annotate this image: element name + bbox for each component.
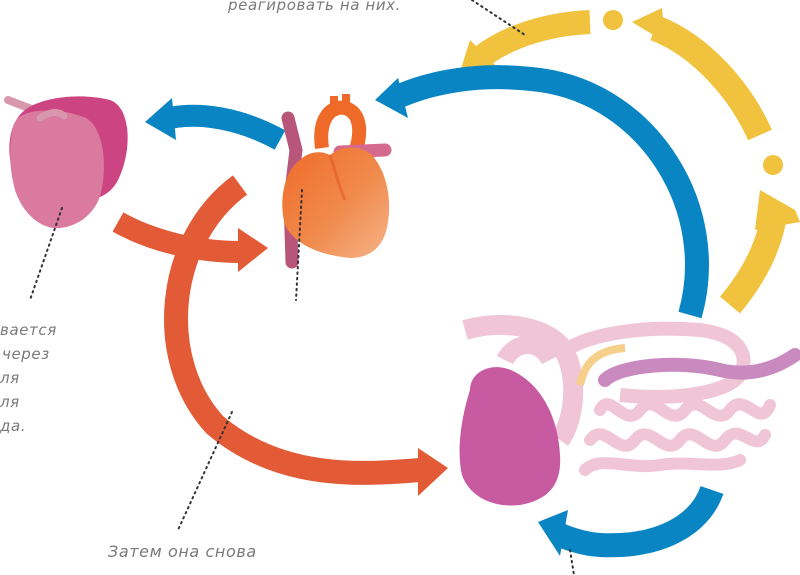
caption-bottom: Затем она снова bbox=[108, 540, 257, 563]
yellow-arrow-top-left bbox=[480, 22, 590, 58]
caption-bottom-text: Затем она снова bbox=[108, 540, 257, 563]
blue-bottom-arrow bbox=[538, 490, 712, 556]
red-arrowhead-heart bbox=[238, 228, 268, 272]
leader-bottom bbox=[570, 550, 574, 575]
liver-icon bbox=[8, 96, 128, 228]
caption-left-line-4: ля bbox=[0, 390, 57, 414]
red-arrowhead-gut bbox=[418, 448, 448, 496]
caption-left: вается через ля ля да. bbox=[0, 318, 57, 438]
caption-left-line-5: да. bbox=[0, 414, 57, 438]
yellow-cycle bbox=[460, 8, 800, 305]
yellow-arrow-top-right bbox=[655, 28, 760, 135]
yellow-dot-top bbox=[603, 10, 623, 30]
blue-portal-arc bbox=[375, 77, 697, 315]
blue-heart-to-liver bbox=[145, 98, 280, 140]
caption-left-line-3: ля bbox=[0, 366, 57, 390]
blue-arrowhead-liver bbox=[145, 98, 176, 140]
heart-icon bbox=[282, 94, 389, 262]
yellow-arrowhead-right bbox=[755, 190, 800, 230]
caption-top-left-text: реагировать на них. bbox=[228, 0, 401, 17]
yellow-arrowhead-top-right bbox=[632, 8, 665, 42]
caption-left-line-1: вается bbox=[0, 318, 57, 342]
digestive-organs-icon bbox=[460, 325, 795, 506]
blue-arrow-big bbox=[395, 77, 697, 315]
yellow-dot-right bbox=[763, 155, 783, 175]
caption-left-line-2: через bbox=[0, 342, 57, 366]
caption-top-left: реагировать на них. bbox=[228, 0, 401, 17]
